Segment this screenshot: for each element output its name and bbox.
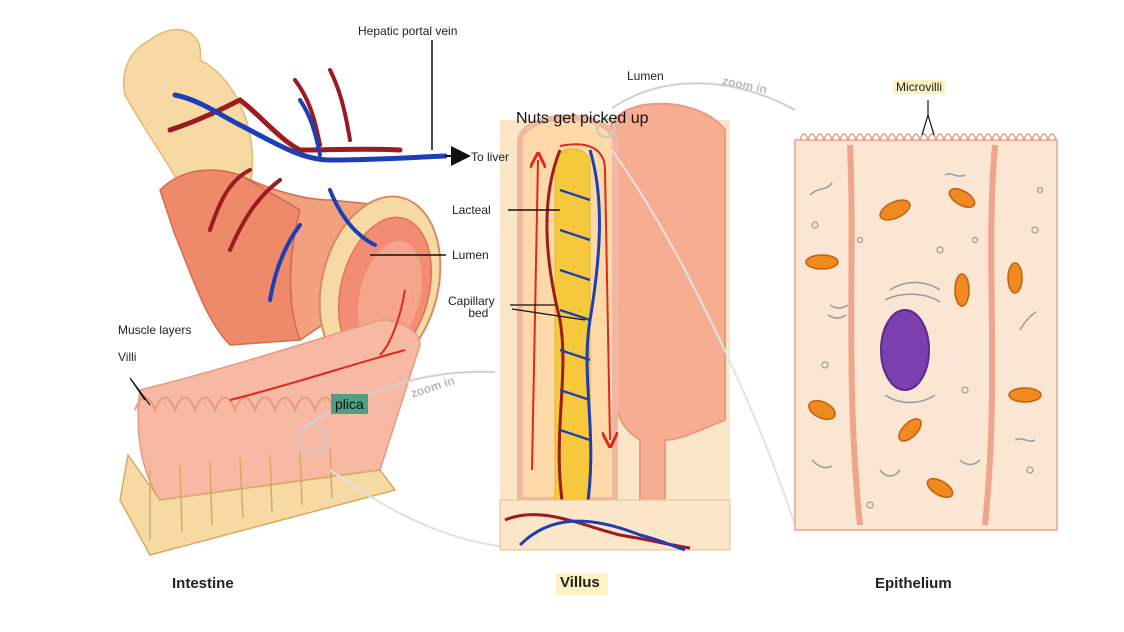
- hepatic-portal-vein-label: Hepatic portal vein: [358, 24, 458, 38]
- capillary-bed-label: Capillary bed: [448, 295, 495, 319]
- villus-caption: Villus: [556, 573, 608, 595]
- epithelium-illustration: [794, 133, 1058, 531]
- plica-annotation: plica: [331, 394, 368, 414]
- muscle-layers-label: Muscle layers: [118, 323, 192, 337]
- capillary-bed-line2: bed: [468, 306, 489, 320]
- villi-pointer: [129, 377, 151, 406]
- nuts-annotation: Nuts get picked up: [516, 110, 649, 127]
- intestine-caption: Intestine: [172, 575, 234, 592]
- villus-lumen-label: Lumen: [627, 69, 664, 83]
- intestine-illustration: [119, 29, 448, 556]
- microvilli-label: Microvilli: [893, 80, 945, 94]
- to-liver-label: To liver: [471, 150, 510, 164]
- capillary-pointer: [510, 304, 586, 321]
- zoom-arc-1: [299, 370, 496, 431]
- capillary-bed-line1: Capillary: [448, 294, 495, 308]
- villi-label: Villi: [118, 350, 137, 364]
- microvilli-pointer: [921, 100, 935, 136]
- villus-illustration: [499, 102, 731, 552]
- intestine-lumen-label: Lumen: [452, 248, 489, 262]
- zoom-arc-2: [611, 82, 796, 111]
- lacteal-label: Lacteal: [452, 203, 491, 217]
- epithelium-caption: Epithelium: [875, 575, 952, 592]
